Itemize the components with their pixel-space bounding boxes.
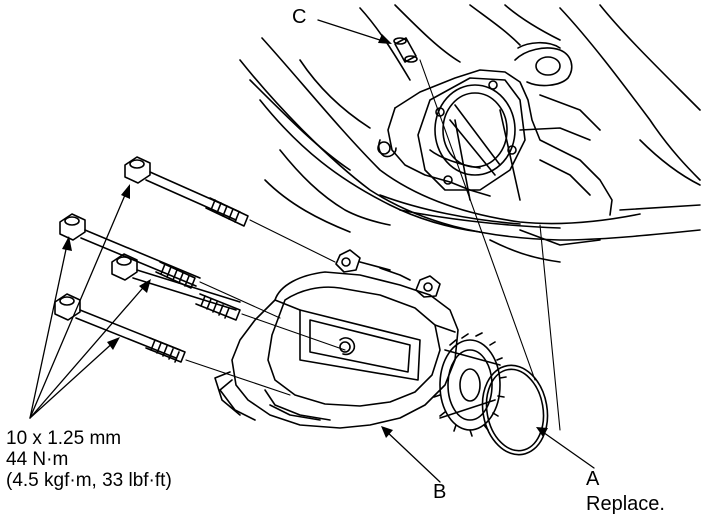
torque-metric-text: 44 N·m: [6, 449, 69, 470]
housing-b: [214, 249, 459, 429]
gear-assembly: [433, 332, 507, 437]
torque-spec-block: 10 x 1.25 mm 44 N·m (4.5 kgf·m, 33 lbf·f…: [6, 428, 172, 491]
torque-other-units-text: (4.5 kgf·m, 33 lbf·ft): [6, 470, 172, 491]
alignment-lines: [185, 59, 561, 431]
bolt-1: [124, 156, 249, 227]
leader-lines: [29, 19, 595, 483]
transmission-housing: [377, 41, 613, 216]
bolt-4: [54, 293, 186, 363]
replace-note: Replace.: [586, 493, 665, 515]
callout-b-label: B: [433, 481, 447, 503]
housing-flange: [417, 77, 526, 191]
callout-c-label: C: [292, 6, 307, 28]
dowel-pin: [393, 37, 418, 63]
o-ring: [481, 364, 549, 456]
arrowheads: [62, 34, 548, 438]
callout-a-label: A: [586, 468, 600, 490]
bolt-3: [111, 253, 241, 321]
bolt-size-text: 10 x 1.25 mm: [6, 428, 122, 449]
engine-block-outline: [239, 4, 701, 263]
bolt-2: [59, 213, 201, 287]
